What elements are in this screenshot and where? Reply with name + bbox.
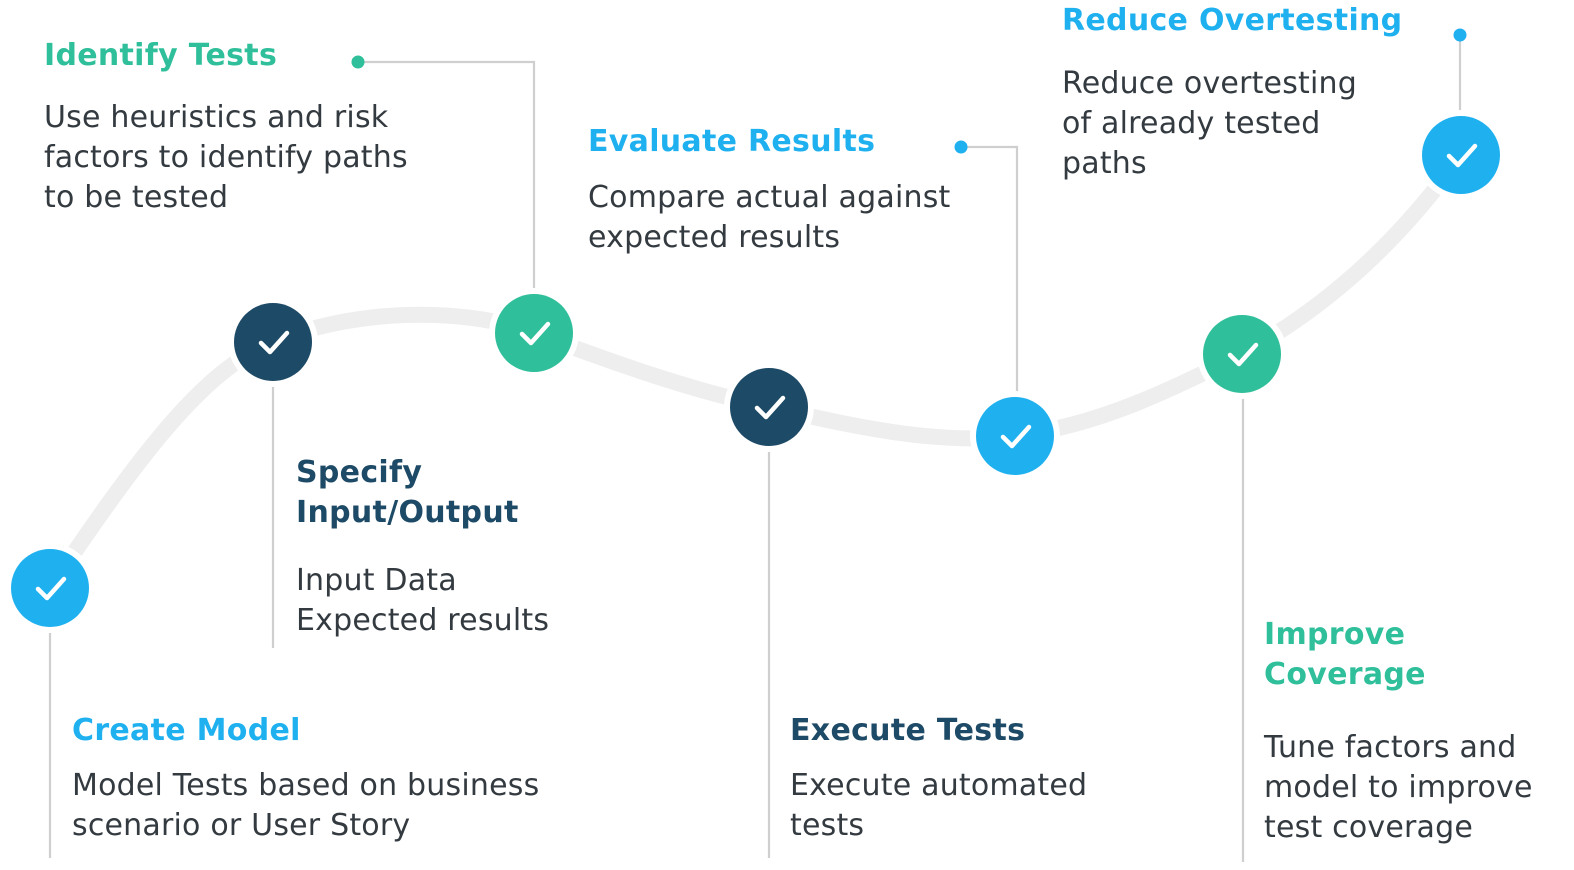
step-title: Improve Coverage <box>1264 617 1426 692</box>
connector-dot <box>1453 28 1467 42</box>
step-title: Create Model <box>72 713 301 748</box>
step-description: Use heuristics and risk factors to ident… <box>44 100 408 215</box>
node-circle <box>495 294 573 372</box>
checkmark-icon <box>258 330 290 355</box>
node-circle <box>730 368 808 446</box>
node-circle <box>976 397 1054 475</box>
step-description: Input Data Expected results <box>296 563 550 638</box>
step-title: Specify Input/Output <box>296 455 519 530</box>
connector-dot <box>351 55 365 69</box>
checkmark-icon <box>1000 424 1032 449</box>
step-title: Execute Tests <box>790 713 1026 748</box>
step-description: Reduce overtesting of already tested pat… <box>1062 66 1358 181</box>
step-evaluate-results: Evaluate Results Compare actual against … <box>588 122 950 258</box>
node-evaluate <box>970 391 1060 481</box>
node-circle <box>11 549 89 627</box>
step-title: Evaluate Results <box>588 124 876 159</box>
step-title: Reduce Overtesting <box>1062 3 1403 38</box>
connector-dot <box>954 140 968 154</box>
step-specify-input-output: Specify Input/Output Input Data Expected… <box>296 453 549 641</box>
node-circle <box>234 303 312 381</box>
node-specify <box>228 297 318 387</box>
step-reduce-overtesting: Reduce Overtesting Reduce overtesting of… <box>1062 1 1402 184</box>
node-circle <box>1203 315 1281 393</box>
step-execute-tests: Execute Tests Execute automated tests <box>790 711 1087 846</box>
step-title: Identify Tests <box>44 38 278 73</box>
step-description: Model Tests based on business scenario o… <box>72 768 540 843</box>
step-create-model: Create Model Model Tests based on busine… <box>72 711 539 846</box>
checkmark-icon <box>1446 143 1478 168</box>
connector-identify <box>358 60 536 292</box>
node-execute <box>724 362 814 452</box>
step-identify-tests: Identify Tests Use heuristics and risk f… <box>44 36 408 218</box>
step-description: Compare actual against expected results <box>588 180 951 255</box>
node-circle <box>1422 116 1500 194</box>
checkmark-icon <box>1227 342 1259 367</box>
connector-evaluate <box>961 145 1019 396</box>
node-create <box>5 543 95 633</box>
step-description: Execute automated tests <box>790 768 1088 843</box>
checkmark-icon <box>35 576 67 601</box>
step-description: Tune factors and model to improve test c… <box>1264 730 1533 845</box>
node-reduce <box>1416 110 1506 200</box>
step-improve-coverage: Improve Coverage Tune factors and model … <box>1264 615 1533 848</box>
checkmark-icon <box>754 395 786 420</box>
node-improve <box>1197 309 1287 399</box>
node-identify <box>489 288 579 378</box>
checkmark-icon <box>519 321 551 346</box>
